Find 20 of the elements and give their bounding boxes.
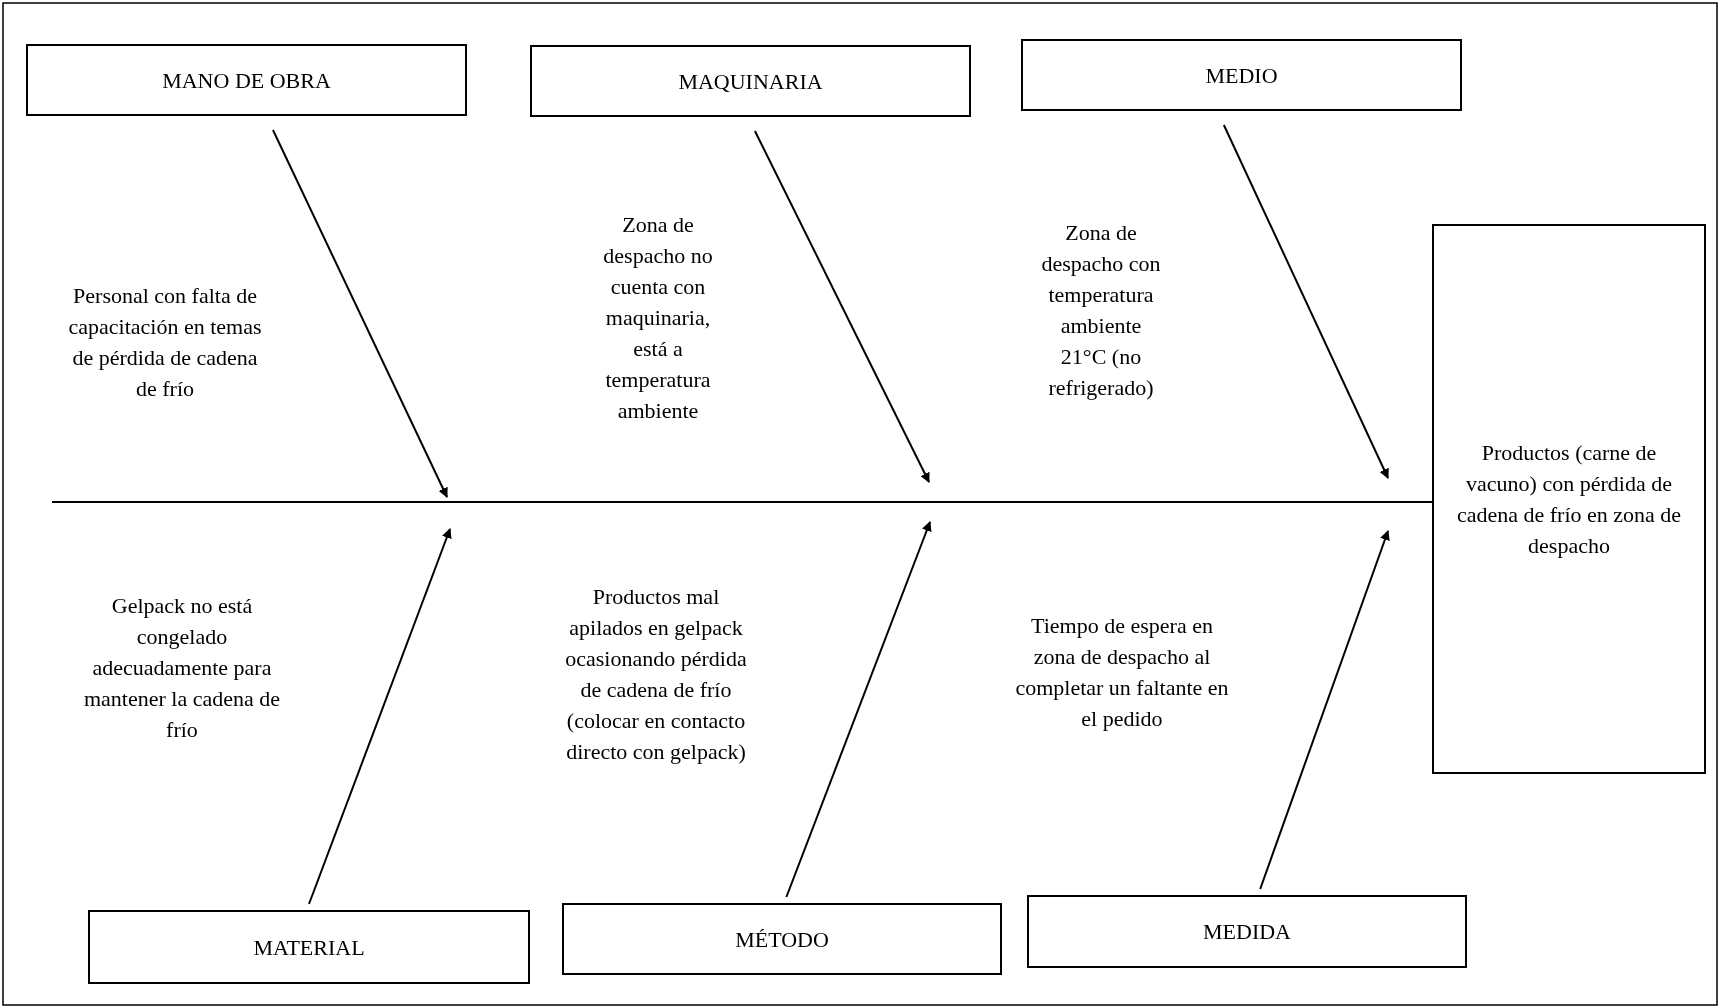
category-box: MANO DE OBRA bbox=[26, 44, 467, 116]
arrow bbox=[1259, 530, 1390, 890]
category-box: MÉTODO bbox=[562, 903, 1002, 975]
arrow bbox=[271, 129, 448, 498]
cause-text: Personal con falta de capacitación en temas de pérdida de cadena de frío bbox=[67, 282, 263, 403]
category-box: MEDIDA bbox=[1027, 895, 1467, 968]
arrow bbox=[785, 521, 932, 898]
cause-text: Zona de despacho con temperatura ambiente 21°C (no refrigerado) bbox=[1040, 219, 1162, 402]
effect-box: Productos (carne de vacuno) con pérdida de cadena de frío en zona de despacho bbox=[1432, 224, 1706, 774]
arrow bbox=[753, 130, 930, 483]
category-box: MATERIAL bbox=[88, 910, 530, 984]
category-box: MAQUINARIA bbox=[530, 45, 971, 117]
cause-text: Zona de despacho no cuenta con maquinaria, está a temperatura ambiente bbox=[602, 210, 714, 425]
cause-text: Gelpack no está congelado adecuadamente para mantener la cadena de frío bbox=[82, 591, 281, 744]
cause-text: Productos mal apilados en gelpack ocasionando pérdida de cadena de frío (colocar en contacto directo con gelpack) bbox=[564, 583, 748, 766]
spine-line bbox=[51, 501, 1433, 503]
arrow bbox=[1222, 124, 1389, 479]
category-box: MEDIO bbox=[1021, 39, 1462, 111]
arrow bbox=[308, 528, 452, 905]
cause-text: Tiempo de espera en zona de despacho al completar un faltante en el pedido bbox=[1014, 612, 1230, 733]
